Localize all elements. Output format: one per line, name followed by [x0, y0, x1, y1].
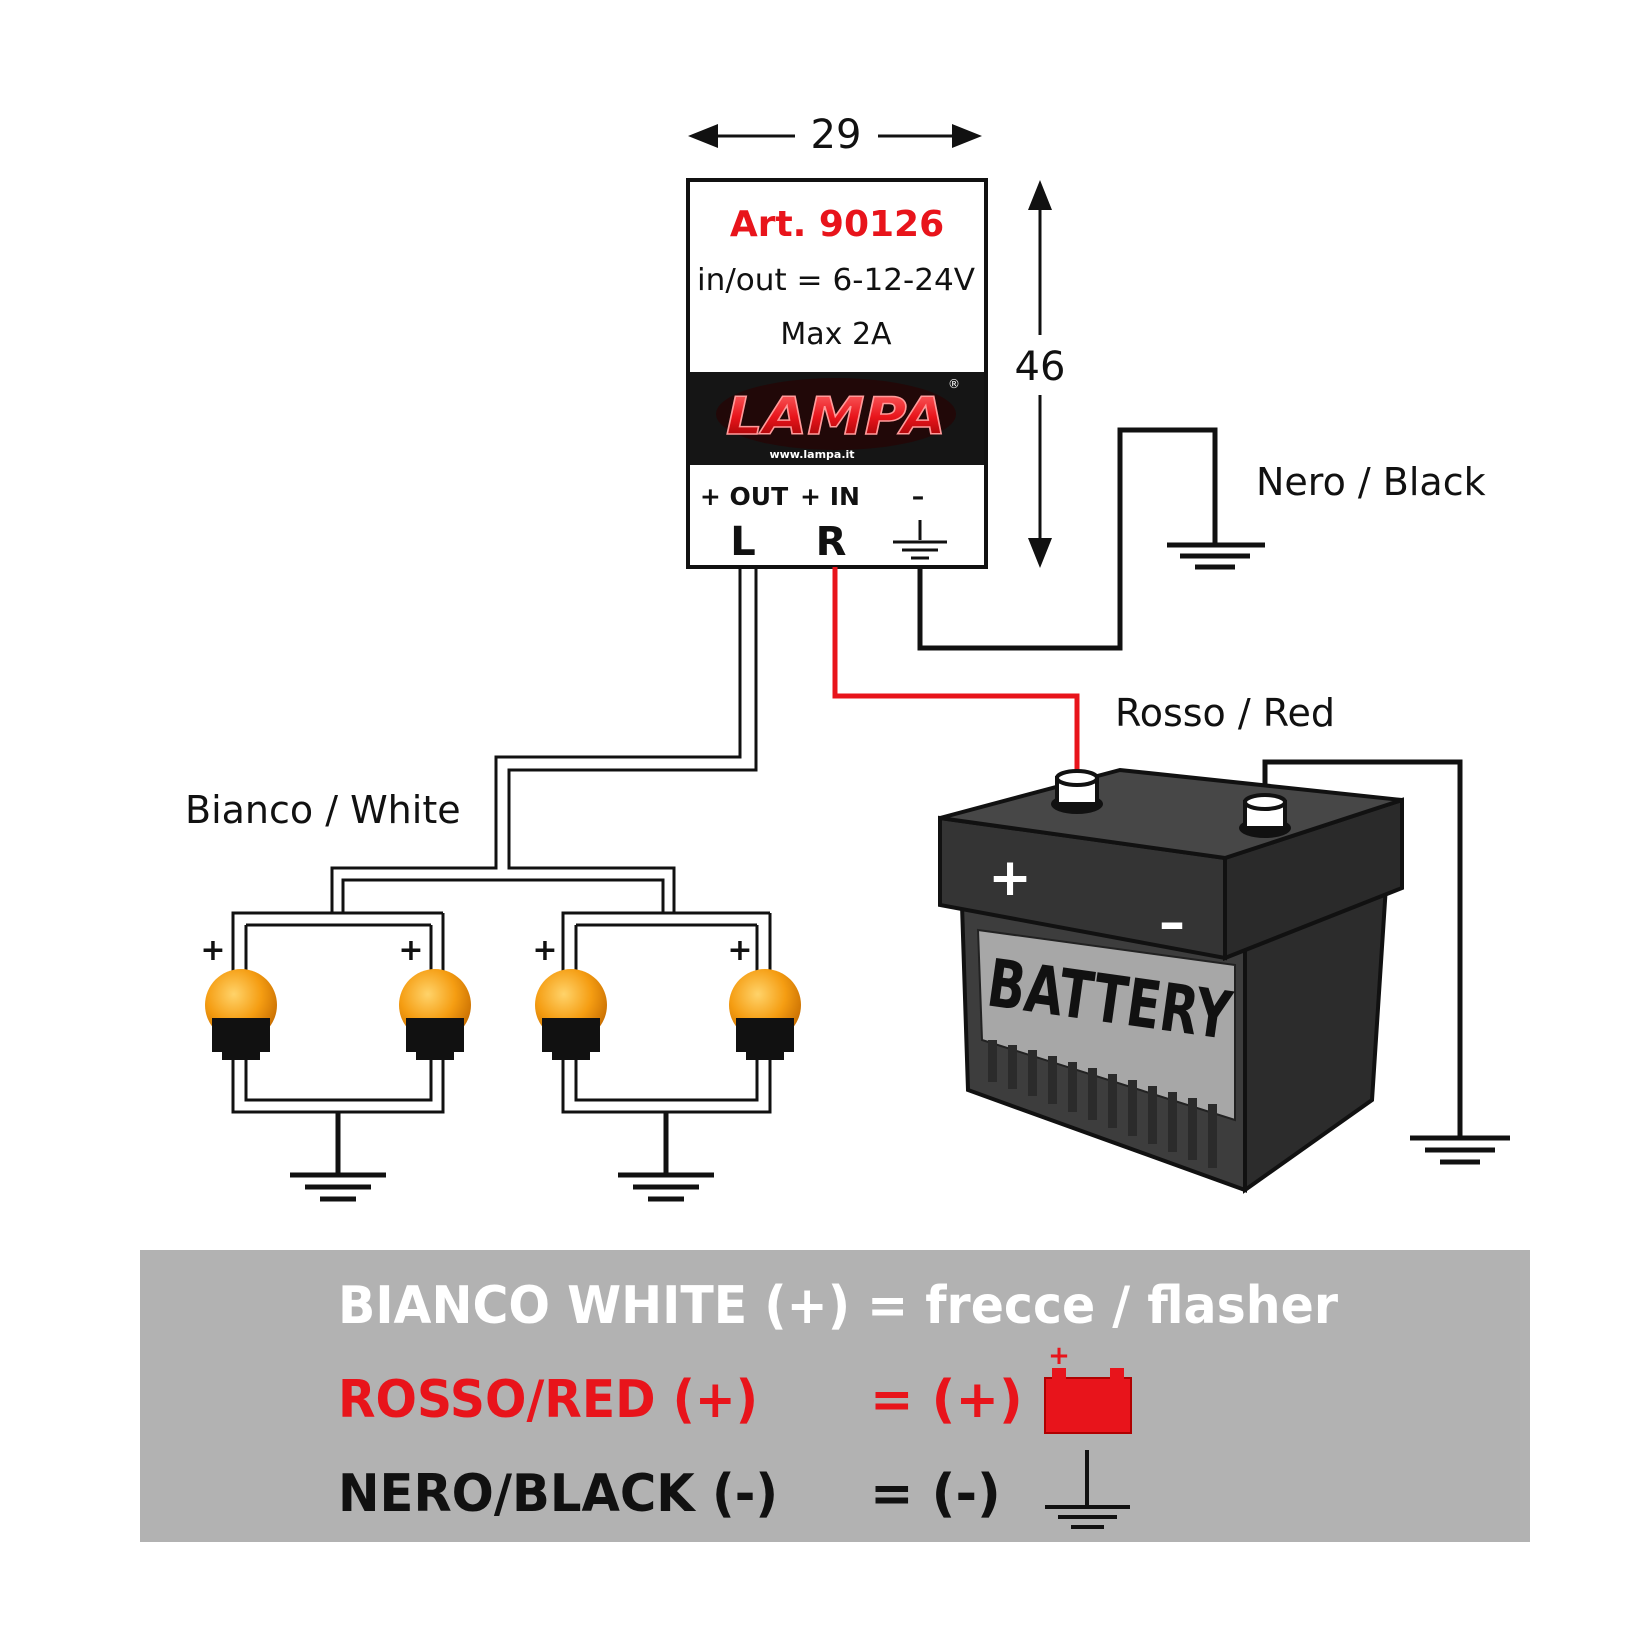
ground-icon	[893, 520, 947, 560]
red-wire-label: Rosso / Red	[1115, 691, 1335, 735]
bulb-4-plus: +	[727, 933, 752, 968]
legend-black-equals: = (-)	[870, 1464, 1001, 1524]
arrow-down-icon	[1028, 538, 1052, 568]
voltage-spec: in/out = 6-12-24V	[697, 263, 975, 298]
bulb-2-plus: +	[398, 933, 423, 968]
bulb-1: +	[200, 933, 277, 1060]
bulb-ground-wires	[335, 1112, 669, 1175]
arrow-left-icon	[688, 124, 718, 148]
bulb-2: +	[398, 933, 471, 1060]
battery: BATTERY + –	[938, 759, 1510, 1194]
height-label: 46	[1015, 344, 1066, 390]
legend-white-line: BIANCO WHITE (+) = frecce / flasher	[338, 1276, 1338, 1336]
bulb-3-plus: +	[532, 933, 557, 968]
black-wire-label: Nero / Black	[1256, 460, 1486, 504]
ground-icon	[1167, 542, 1265, 570]
black-wire	[917, 427, 1218, 651]
logo-registered: ®	[948, 377, 960, 391]
legend-red-equals: = (+)	[870, 1370, 1023, 1430]
battery-ribs	[988, 1040, 1217, 1168]
terminal-in-function: + IN	[800, 482, 860, 511]
battery-plus-sign: +	[988, 848, 1032, 908]
width-label: 29	[811, 112, 862, 158]
red-wire	[832, 567, 1080, 775]
ground-icon	[1410, 1135, 1510, 1165]
ground-icon	[290, 1172, 386, 1202]
height-dimension: 46	[1015, 180, 1066, 568]
width-dimension: 29	[688, 112, 982, 158]
flasher-module: Art. 90126 in/out = 6-12-24V Max 2A LAMP…	[686, 178, 988, 569]
battery-positive-terminal	[1051, 769, 1103, 814]
battery-icon: +	[1044, 1341, 1132, 1434]
legend-black-label: NERO/BLACK (-)	[338, 1464, 778, 1524]
battery-minus-sign: –	[1159, 893, 1185, 953]
terminal-ground-function: –	[912, 482, 925, 511]
ground-icon	[1045, 1450, 1130, 1529]
battery-label-panel	[976, 928, 1236, 1122]
terminal-out-function: + OUT	[700, 482, 788, 511]
legend-red-label: ROSSO/RED (+)	[338, 1370, 758, 1430]
article-number: Art. 90126	[730, 204, 944, 245]
battery-icon-plus: +	[1048, 1341, 1070, 1371]
terminal-r-letter: R	[816, 519, 847, 565]
bulb-3: +	[532, 933, 607, 1060]
battery-negative-terminal	[1239, 793, 1291, 838]
logo-url: www.lampa.it	[769, 448, 854, 461]
white-wire-network	[231, 567, 772, 1114]
logo-text: LAMPA	[726, 387, 946, 447]
current-spec: Max 2A	[780, 317, 892, 352]
arrow-right-icon	[952, 124, 982, 148]
legend-panel: BIANCO WHITE (+) = frecce / flasher ROSS…	[140, 1250, 1530, 1542]
terminal-l-letter: L	[730, 519, 756, 565]
lampa-logo: LAMPA www.lampa.it ®	[716, 377, 960, 461]
bulb-4: +	[727, 933, 801, 1060]
white-wire-label: Bianco / White	[185, 788, 461, 832]
arrow-up-icon	[1028, 180, 1052, 210]
ground-icon	[618, 1172, 714, 1202]
bulb-1-plus: +	[200, 933, 225, 968]
